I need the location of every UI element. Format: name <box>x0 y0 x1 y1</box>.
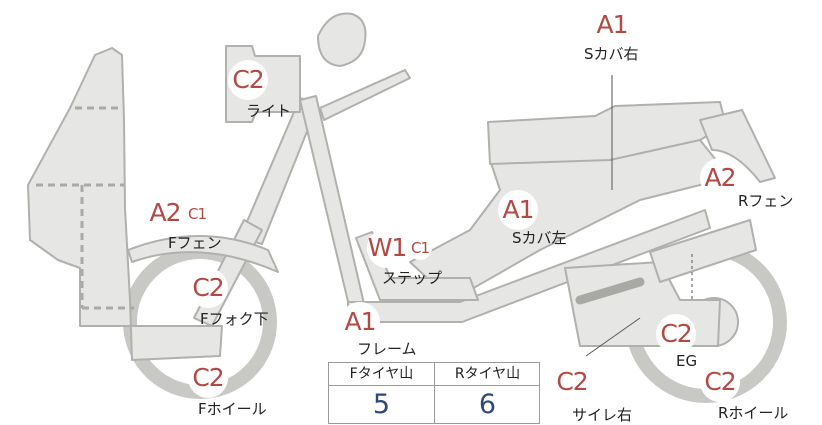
rear-tread-header: Rタイヤ山 <box>435 363 540 386</box>
mirror-part <box>317 12 367 67</box>
rear-tread-value: 6 <box>478 389 497 420</box>
badge-r-fender: A2 <box>700 158 740 198</box>
rear-tread-column: Rタイヤ山 6 <box>435 363 540 423</box>
handlebar-part <box>319 69 411 121</box>
exhaust-pipe-part <box>575 277 645 305</box>
rear-fender-part <box>699 109 776 183</box>
label-r-fender: Rフェン <box>738 192 794 210</box>
label-step: ステップ <box>382 269 443 287</box>
badge-eg: C2 <box>656 314 696 354</box>
front-cover-part <box>27 47 223 361</box>
badge-f-fork: C2 <box>188 268 228 308</box>
badge-f-fender-sub: C1 <box>185 202 209 226</box>
badge-f-wheel: C2 <box>188 358 228 398</box>
label-frame: フレーム <box>357 340 417 358</box>
badge-frame: A1 <box>340 302 380 342</box>
label-s-cover-right: Sカバ右 <box>584 45 639 63</box>
label-f-fender: Fフェン <box>168 234 222 252</box>
badge-light: C2 <box>228 60 268 100</box>
label-light: ライト <box>246 102 292 120</box>
badge-f-fender: A2 <box>145 193 185 233</box>
label-eg: EG <box>676 352 698 370</box>
label-f-wheel: Fホイール <box>198 400 267 418</box>
label-f-fork: Fフォク下 <box>200 310 269 328</box>
front-tread-column: Fタイヤ山 5 <box>329 363 435 423</box>
floorboard-part <box>355 231 479 301</box>
badge-s-cover-right: A1 <box>592 5 632 45</box>
muffler-part <box>649 219 757 283</box>
label-s-cover-left: Sカバ左 <box>512 229 567 247</box>
front-tread-value: 5 <box>372 389 391 420</box>
badge-step: W1 <box>367 228 407 268</box>
tire-tread-table: Fタイヤ山 5 Rタイヤ山 6 <box>328 362 540 424</box>
leader-muffler-right <box>585 317 641 357</box>
badge-s-cover-left: A1 <box>498 190 538 230</box>
badge-step-sub: C1 <box>408 236 432 260</box>
front-tread-header: Fタイヤ山 <box>329 363 434 386</box>
frame-tube-part <box>299 95 366 311</box>
engine-case-part <box>564 261 721 347</box>
badge-r-wheel: C2 <box>700 362 740 402</box>
front-fender-part <box>127 235 279 273</box>
badge-muffler-right: C2 <box>552 362 592 402</box>
label-r-wheel: Rホイール <box>718 404 789 422</box>
label-muffler-right: サイレ右 <box>572 406 633 424</box>
